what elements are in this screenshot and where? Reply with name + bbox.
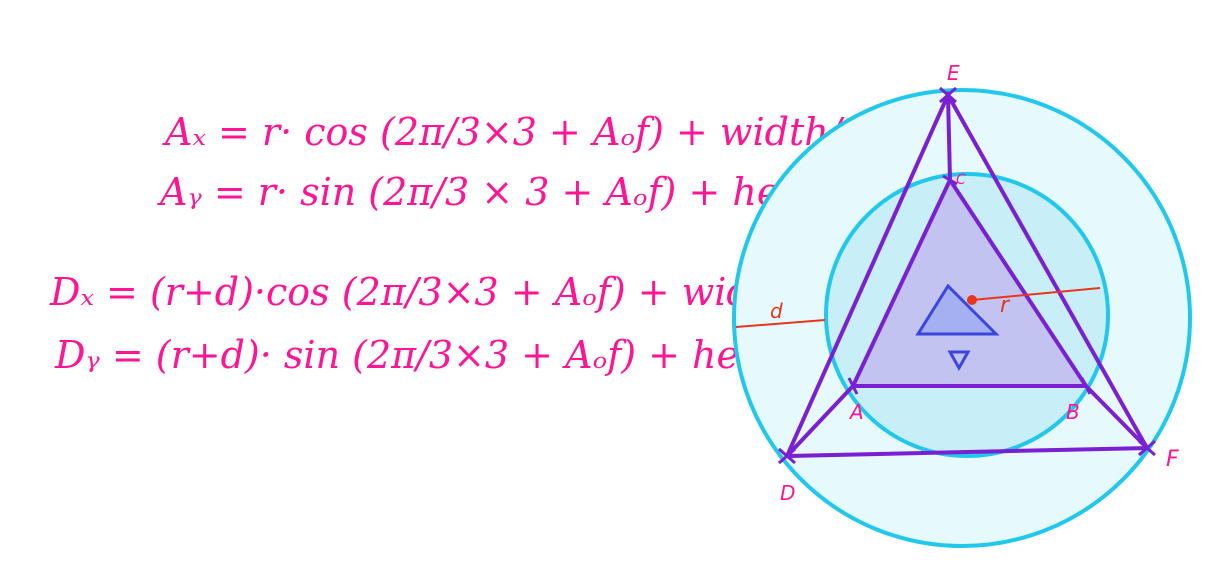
outer-triangle-def: [783, 90, 1151, 459]
equation-ax: Aₓ = r· cos (2π/3×3 + Aₒf) + width/2: [162, 110, 866, 154]
label-r: r: [1000, 293, 1011, 318]
label-c: C: [956, 172, 966, 188]
connector-lines: [785, 94, 1149, 458]
edge-b-f: [1084, 384, 1149, 450]
radius-r-line: [971, 287, 1101, 301]
label-e: E: [947, 61, 960, 85]
edge-e-c: [946, 94, 952, 181]
label-d-vertex: D: [780, 481, 795, 505]
vertex-labels: E C A B D F r d: [770, 61, 1179, 505]
tick-a: [847, 377, 859, 395]
tick-c: [942, 174, 958, 186]
tick-f: [1138, 439, 1156, 457]
equation-dx: Dₓ = (r+d)·cos (2π/3×3 + Aₒf) + width/2: [49, 270, 827, 314]
label-b: B: [1066, 400, 1080, 424]
tick-e: [939, 86, 957, 104]
equation-dy: Dᵧ = (r+d)· sin (2π/3×3 + Aₒf) + height/…: [54, 333, 852, 377]
inner-triangle-abc: [849, 175, 1090, 388]
label-a: A: [848, 400, 864, 424]
small-triangle-down: [947, 350, 971, 372]
tick-b: [1080, 377, 1092, 395]
tick-d: [778, 447, 796, 465]
gap-d-line: [735, 319, 826, 328]
label-d-gap: d: [770, 299, 783, 323]
vertex-ticks: [778, 86, 1156, 465]
small-triangle-up: [915, 283, 1000, 336]
label-f: F: [1166, 447, 1179, 472]
edge-d-a: [785, 384, 855, 458]
center-dot: [967, 295, 977, 305]
